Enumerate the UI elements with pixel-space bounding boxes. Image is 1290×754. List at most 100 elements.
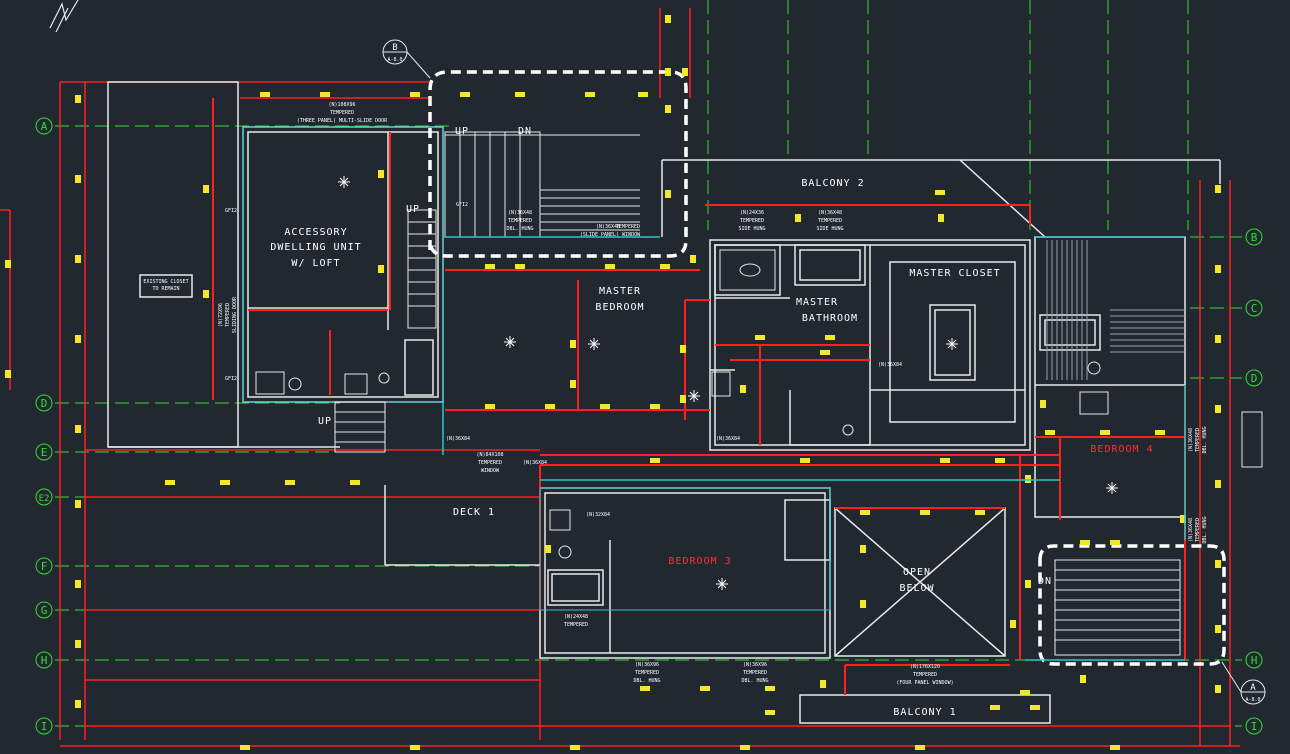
section-cut-lines (428, 70, 1226, 666)
grid-bubbles-left (35, 117, 53, 735)
loft-stair (407, 209, 437, 329)
bottom-stair (334, 401, 386, 453)
deck-window-3: WINDOW (481, 468, 500, 474)
lower-stair-dn-label: DN (1038, 576, 1052, 587)
section-marker-a: A A-8.0 (1221, 661, 1266, 705)
lower-stair (1054, 559, 1181, 656)
light-fixtures (338, 176, 1118, 590)
stair-window-left-3: DBL. HUNG (506, 226, 533, 232)
master-bedroom-label-1: MASTER (599, 286, 641, 297)
loft-stair-up-label: UP (406, 204, 420, 215)
bed4-window-a-1: (N)36X48 (1188, 428, 1194, 452)
existing-closet-note: EXISTING CLOSET TO REMAIN (143, 279, 188, 292)
bed4-window-a-2: TEMPERED (1195, 428, 1201, 452)
adu-walls-red (212, 98, 391, 400)
grid-bubble-c-label: C (1251, 302, 1258, 315)
window-notes: (N)108X96 TEMPERED (THREE PANEL) MULTI-S… (218, 102, 1208, 686)
adu-cyan-outline (242, 126, 444, 403)
balcony-2-outline (661, 159, 1221, 238)
grid-bubble-h-label: H (41, 654, 48, 667)
open-below (834, 507, 1006, 657)
bed4-window-a-3: DBL. HUNG (1202, 426, 1208, 453)
master-bedroom-label-2: BEDROOM (595, 302, 644, 313)
bottom-window-c-1: (N)176X120 (910, 664, 940, 670)
grid-bubble-d-right-label: D (1251, 372, 1258, 385)
bottom-window-b-1: (N)36X96 (743, 662, 767, 668)
existing-note-1: EXISTING CLOSET (143, 279, 188, 285)
electrical-symbols (5, 15, 1221, 750)
balcony-1-label: BALCONY 1 (893, 707, 956, 718)
master-bathroom-label-1: MASTER (796, 297, 838, 308)
bottom-window-c-2: TEMPERED (913, 672, 937, 678)
bottom-window-a-1: (N)36X96 (635, 662, 659, 668)
adu-label: ACCESSORY DWELLING UNIT W/ LOFT (270, 227, 360, 269)
gfi-label-3: GFI2 (225, 376, 237, 382)
stair-up-label: UP (455, 126, 469, 137)
grid-bubble-e2-label: E2 (39, 494, 50, 504)
main-stair (444, 131, 640, 238)
bed3-window-2: TEMPERED (564, 622, 588, 628)
adu-label-line-3: W/ LOFT (291, 258, 340, 269)
short-label-1: (N)36X84 (523, 460, 547, 466)
balcony-1-red (844, 664, 1010, 695)
short-label-7: (N)32X84 (586, 512, 610, 518)
grid-bubble-i-right-label: I (1251, 720, 1258, 733)
grid-bubbles-right (1245, 228, 1263, 735)
section-marker-a-letter: A (1250, 683, 1256, 693)
gfi-label-1: GFI2 (225, 208, 237, 214)
top-door-note-1: (N)108X96 (328, 102, 355, 108)
slide-door-note-1: (N)72X96 (218, 303, 224, 327)
bath-window-b-3: SIDE HUNG (816, 226, 843, 232)
grid-bubble-i-label: I (41, 720, 48, 733)
bath-window-a-3: SIDE HUNG (738, 226, 765, 232)
bed4-window-b-1: (N)36X48 (1188, 518, 1194, 542)
balcony-2-red (705, 204, 1031, 225)
right-note-box (1241, 411, 1263, 468)
balcony-2-label: BALCONY 2 (801, 178, 864, 189)
grid-bubble-f-label: F (41, 560, 48, 573)
grid-lines-vertical (707, 0, 1189, 230)
stair-dn-label: DN (518, 126, 532, 137)
stair-window-left-1: (N)36X48 (508, 210, 532, 216)
bottom-window-b-3: DBL. HUNG (741, 678, 768, 684)
bath-window-b-2: TEMPERED (818, 218, 842, 224)
cyan-window-lines (442, 236, 1186, 661)
bedroom-4-red (1035, 385, 1186, 660)
stair-window-right-3: (SLIDE PANEL) WINDOW (580, 232, 641, 238)
top-door-note-3: (THREE PANEL) MULTI-SLIDE DOOR (297, 118, 388, 124)
bottom-stair-up-label: UP (318, 416, 332, 427)
grid-bubble-a-label: A (41, 120, 48, 133)
plumbing-fixtures (255, 249, 1109, 559)
bedroom-3-label: BEDROOM 3 (668, 556, 731, 567)
grid-bubble-g-label: G (41, 604, 48, 617)
bottom-window-c-3: (FOUR PANEL WINDOW) (896, 680, 953, 686)
master-suite-walls (709, 239, 1031, 451)
open-below-label-2: BELOW (899, 583, 934, 594)
north-arrow-icon (49, 0, 79, 33)
deck-hatch (1046, 240, 1185, 380)
bed4-window-b-3: DBL. HUNG (1202, 516, 1208, 543)
section-marker-b-letter: B (392, 43, 397, 53)
top-door-note-2: TEMPERED (330, 110, 354, 116)
deck-1-label: DECK 1 (453, 507, 495, 518)
bedroom-3-walls (539, 487, 831, 659)
structural-lines-red (0, 8, 1240, 747)
section-marker-b-sheet: A-8.0 (387, 57, 402, 63)
deck-window-1: (N)84X108 (476, 452, 503, 458)
deck-outline (107, 81, 540, 566)
bottom-window-a-2: TEMPERED (635, 670, 659, 676)
bed4-window-b-2: TEMPERED (1195, 518, 1201, 542)
bottom-window-b-2: TEMPERED (743, 670, 767, 676)
master-suite-red (445, 269, 870, 445)
grid-bubble-d-label: D (41, 397, 48, 410)
bed3-cyan-outline (539, 487, 831, 611)
bedroom-4-label: BEDROOM 4 (1090, 444, 1153, 455)
grid-bubble-h-right-label: H (1251, 654, 1258, 667)
slide-door-note-2: TEMPERED (225, 303, 231, 327)
short-label-10: (N)36X84 (878, 362, 902, 368)
stair-window-right-1: (N)36X48 (596, 224, 620, 230)
bottom-window-a-3: DBL. HUNG (633, 678, 660, 684)
master-closet-label: MASTER CLOSET (909, 268, 1000, 279)
